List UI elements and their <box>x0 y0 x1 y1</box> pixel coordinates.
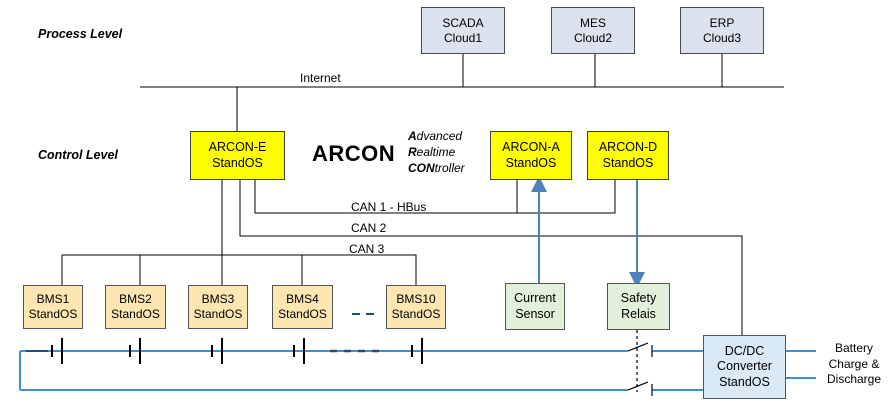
safety-relais-box: Safety Relais <box>607 283 670 330</box>
current-sensor-line2: Sensor <box>515 306 555 321</box>
bms3-box: BMS3 StandOS <box>188 285 248 329</box>
bms3-line1: BMS3 <box>201 292 235 306</box>
bms1-line2: StandOS <box>28 307 78 321</box>
bms2-line2: StandOS <box>111 307 160 321</box>
mes-cloud-line1: MES <box>579 15 606 30</box>
arcon-e-box: ARCON-E StandOS <box>190 131 285 180</box>
acronym-line-1: Advanced <box>408 129 463 143</box>
mes-cloud-box: MES Cloud2 <box>551 7 635 54</box>
arcon-a-line1: ARCON-A <box>502 139 560 154</box>
erp-cloud-line1: ERP <box>709 15 735 30</box>
bms10-line2: StandOS <box>391 307 441 321</box>
bms2-line1: BMS2 <box>119 292 152 306</box>
output-line3: Discharge <box>826 372 882 387</box>
dcdc-converter-box: DC/DC Converter StandOS <box>703 335 786 399</box>
acronym-line-3: CONtroller <box>408 161 465 176</box>
arcon-a-box: ARCON-A StandOS <box>490 131 572 180</box>
bms10-box: BMS10 StandOS <box>386 285 446 329</box>
can1-label: CAN 1 - HBus <box>351 200 427 214</box>
can2-bus <box>239 180 743 335</box>
arcon-d-box: ARCON-D StandOS <box>587 131 669 180</box>
arcon-e-line1: ARCON-E <box>208 139 267 154</box>
bms10-line1: BMS10 <box>396 292 436 306</box>
arcon-d-line1: ARCON-D <box>598 139 658 154</box>
output-line1: Battery <box>834 341 873 355</box>
current-sensor-line1: Current <box>514 290 556 305</box>
bms4-box: BMS4 StandOS <box>272 285 333 329</box>
battery-output-label: Battery Charge & Discharge <box>816 341 892 388</box>
arcon-a-line2: StandOS <box>505 155 557 170</box>
battery-cells <box>51 338 423 364</box>
scada-cloud-box: SCADA Cloud1 <box>421 7 505 54</box>
arcon-acronym: Advanced Realtime CONtroller <box>408 128 465 177</box>
safety-relais-line1: Safety <box>620 290 657 305</box>
bms2-box: BMS2 StandOS <box>105 285 166 329</box>
battery-cell-2 <box>129 338 141 364</box>
converter-line2: Converter <box>717 359 772 374</box>
battery-cell-10 <box>411 338 423 364</box>
scada-cloud-line2: Cloud1 <box>443 30 483 45</box>
relay-switch-bottom <box>627 381 649 391</box>
current-sensor-box: Current Sensor <box>505 283 565 330</box>
arcon-e-line2: StandOS <box>212 155 263 170</box>
converter-line3: StandOS <box>719 374 770 389</box>
process-level-label: Process Level <box>38 27 123 41</box>
converter-line1: DC/DC <box>724 343 765 358</box>
arcon-title: ARCON <box>312 141 396 166</box>
arcon-d-line2: StandOS <box>602 155 654 170</box>
safety-relais-line2: Relais <box>621 306 656 321</box>
can1-bus <box>254 180 616 214</box>
acronym-line-2: Realtime <box>408 145 456 160</box>
output-line2: Charge & <box>828 356 880 371</box>
internet-label: Internet <box>300 71 341 85</box>
battery-cell-3 <box>211 338 223 364</box>
control-level-label: Control Level <box>38 148 118 162</box>
bms1-box: BMS1 StandOS <box>23 285 83 329</box>
relay-switch-top <box>627 342 649 352</box>
erp-cloud-line2: Cloud3 <box>702 30 742 45</box>
can2-label: CAN 2 <box>351 221 387 235</box>
erp-cloud-box: ERP Cloud3 <box>680 7 764 54</box>
mes-cloud-line2: Cloud2 <box>573 30 613 45</box>
bms4-line1: BMS4 <box>286 292 319 306</box>
bms1-line1: BMS1 <box>36 292 70 306</box>
can3-bus <box>61 254 417 285</box>
can3-label: CAN 3 <box>349 242 385 256</box>
bms4-line2: StandOS <box>278 307 327 321</box>
battery-cell-1 <box>51 338 63 364</box>
scada-cloud-line1: SCADA <box>442 15 484 30</box>
battery-cell-4 <box>293 338 305 364</box>
bms3-line2: StandOS <box>193 307 243 321</box>
